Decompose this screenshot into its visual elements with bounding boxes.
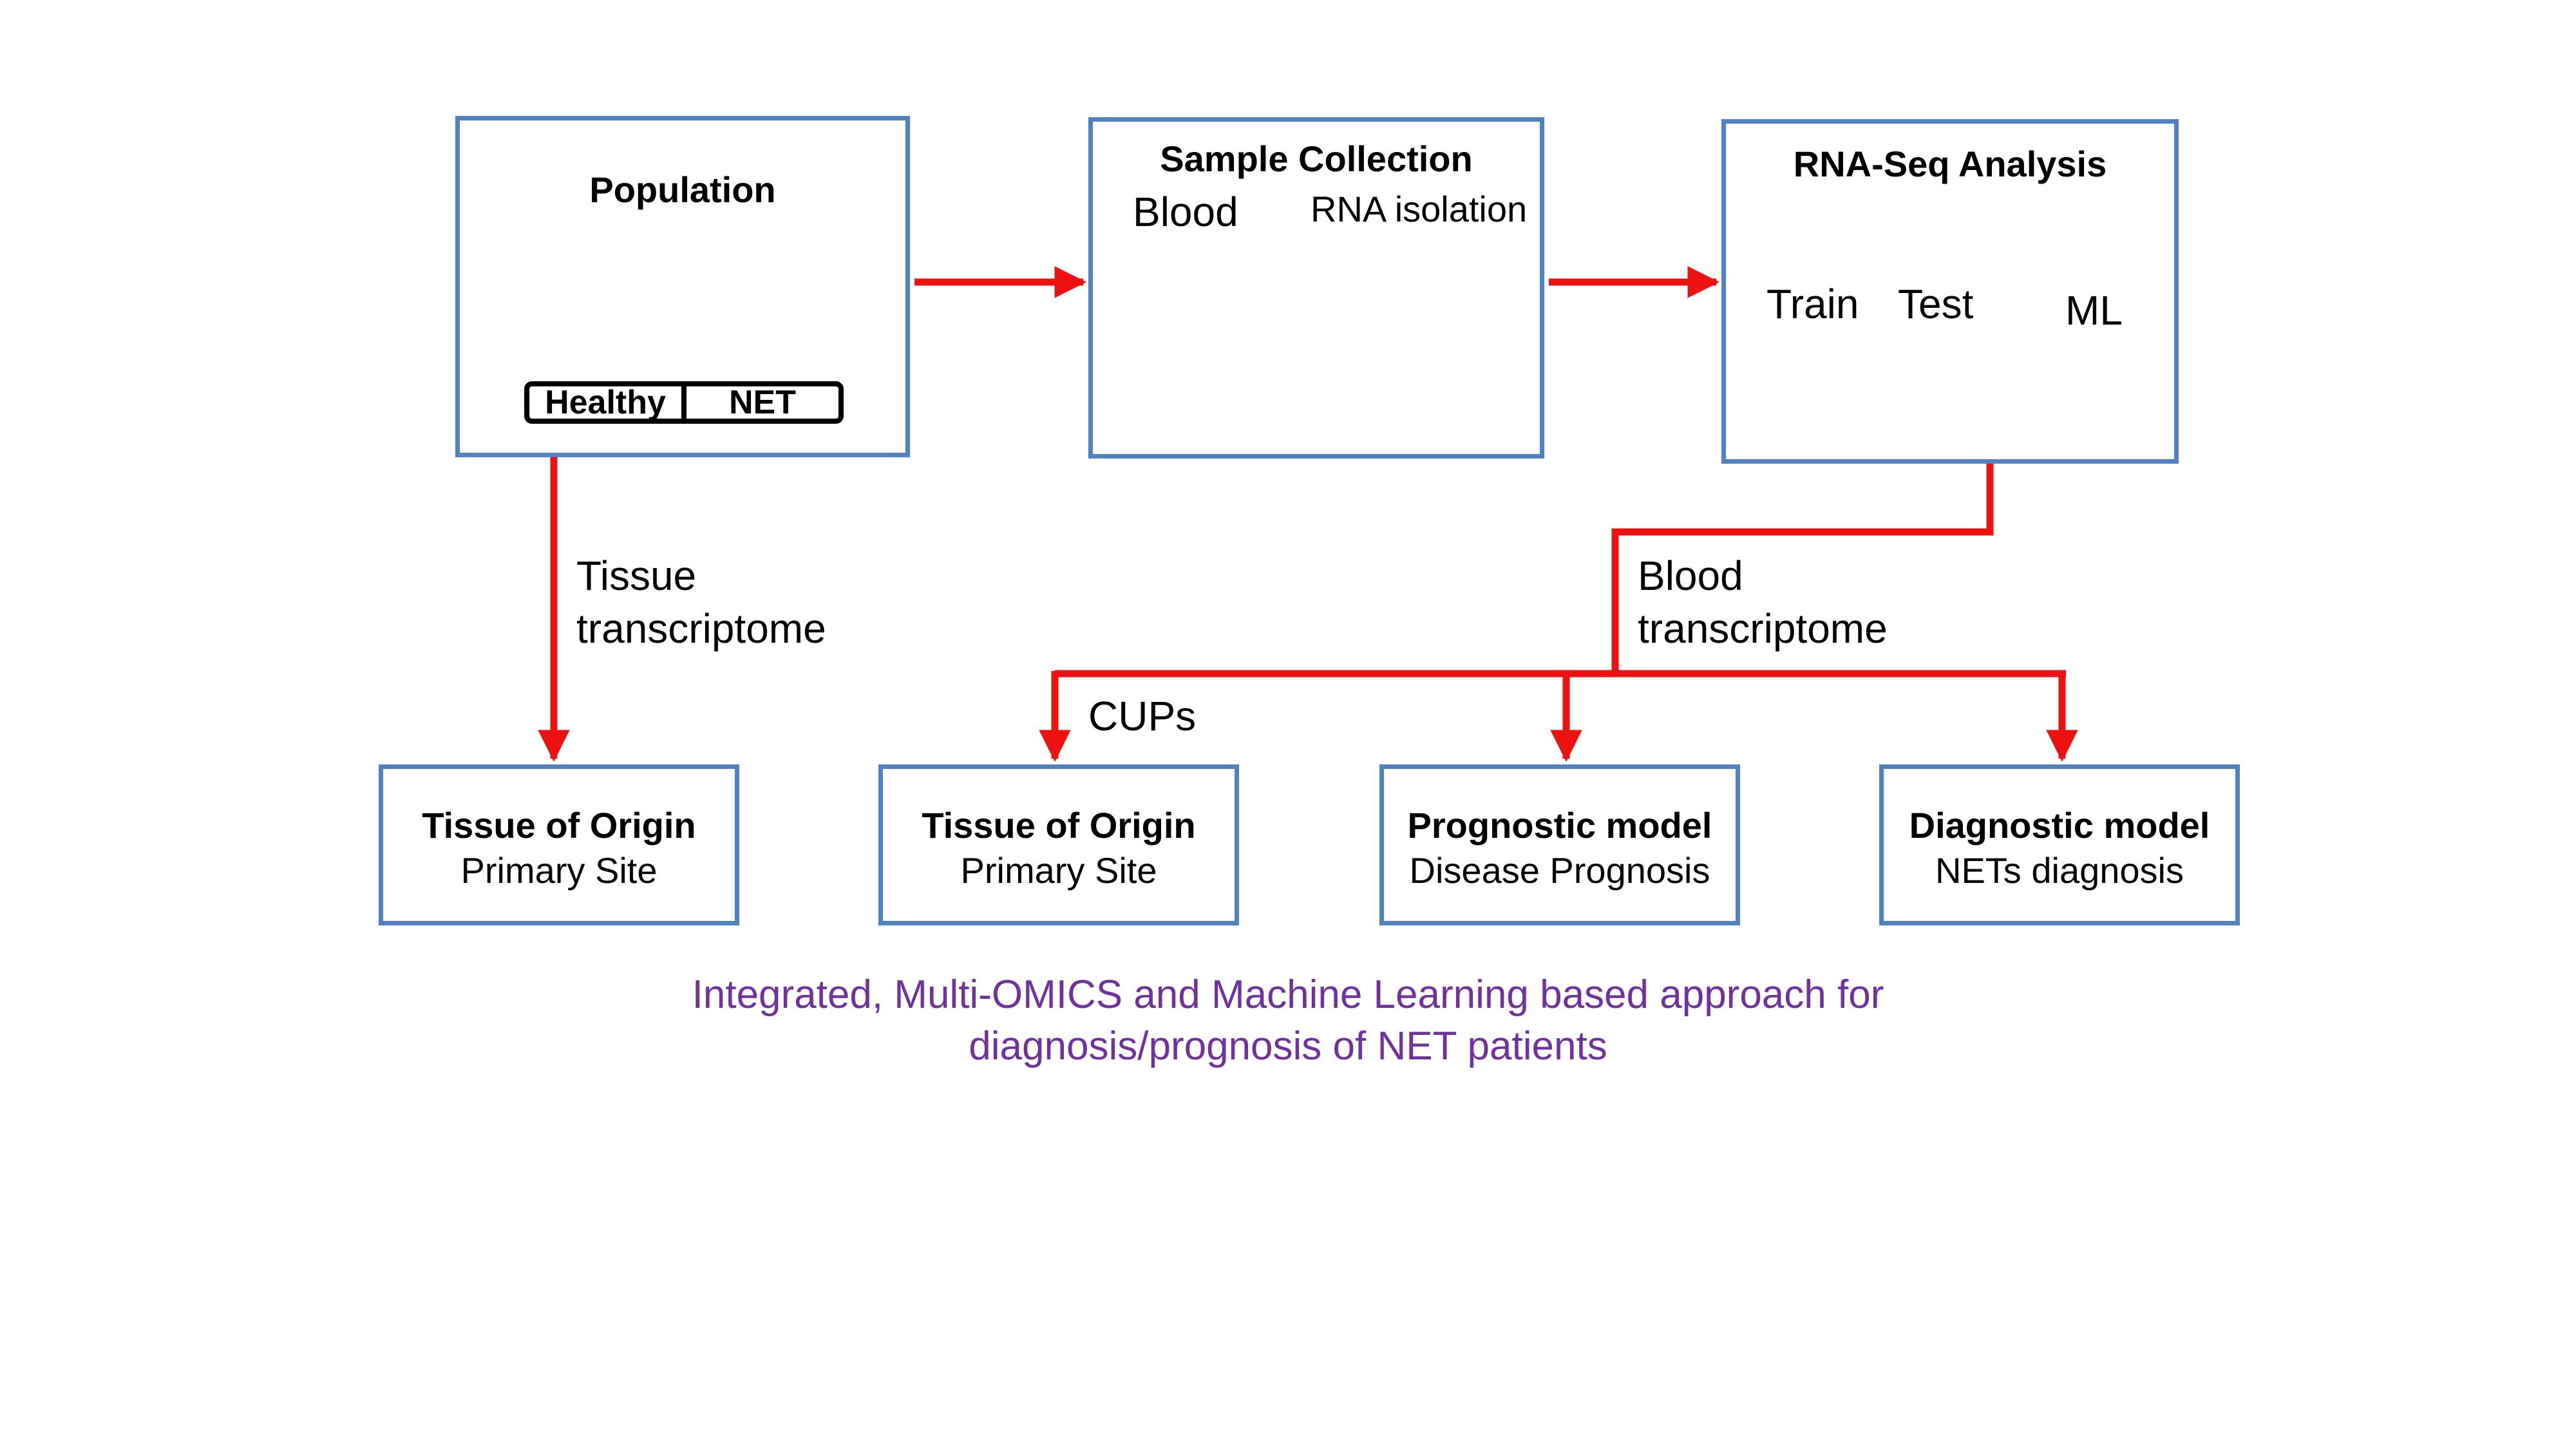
rna-isolation-label: RNA isolation [1311, 189, 1528, 229]
output-box-tissue-origin: Tissue of Origin Primary Site [379, 764, 739, 925]
output-subtitle: Primary Site [960, 850, 1157, 891]
rnaseq-analysis-box: RNA-Seq Analysis Train Test ML [1721, 119, 2179, 464]
blood-label: Blood [1133, 189, 1238, 235]
blood-transcriptome-label-2: transcriptome [1638, 605, 1888, 652]
population-box: Population Healthy NET [455, 116, 910, 457]
legend-net: NET [729, 384, 796, 421]
rnaseq-title: RNA-Seq Analysis [1793, 144, 2107, 184]
output-box-diagnostic-model: Diagnostic model NETs diagnosis [1879, 764, 2240, 925]
sample-collection-title: Sample Collection [1160, 138, 1473, 179]
output-title: Tissue of Origin [922, 805, 1196, 846]
output-subtitle: Primary Site [460, 850, 658, 891]
output-subtitle: NETs diagnosis [1935, 850, 2184, 891]
population-title: Population [589, 169, 776, 210]
output-box-tissue-origin-cups: Tissue of Origin Primary Site [878, 764, 1239, 925]
output-title: Tissue of Origin [422, 805, 696, 846]
output-subtitle: Disease Prognosis [1409, 850, 1710, 891]
train-label: Train [1766, 281, 1859, 327]
figure-caption-line-1: Integrated, Multi-OMICS and Machine Lear… [692, 972, 1884, 1017]
arrow-blood-transcriptome-trunk [1611, 462, 1994, 674]
legend-healthy: Healthy [529, 386, 687, 419]
blood-transcriptome-label-1: Blood [1638, 553, 1743, 599]
output-title: Diagnostic model [1909, 805, 2210, 846]
output-box-prognostic-model: Prognostic model Disease Prognosis [1379, 764, 1740, 925]
figure-caption-line-2: diagnosis/prognosis of NET patients [969, 1024, 1607, 1068]
output-title: Prognostic model [1407, 805, 1712, 846]
cups-label: CUPs [1088, 693, 1197, 739]
ml-label: ML [2065, 287, 2123, 334]
test-label: Test [1898, 281, 1974, 327]
sample-collection-box: Sample Collection Blood RNA isolation [1088, 117, 1544, 459]
tissue-transcriptome-label-1: Tissue [576, 553, 697, 599]
tissue-transcriptome-label-2: transcriptome [576, 605, 826, 652]
population-legend: Healthy NET [524, 381, 844, 424]
